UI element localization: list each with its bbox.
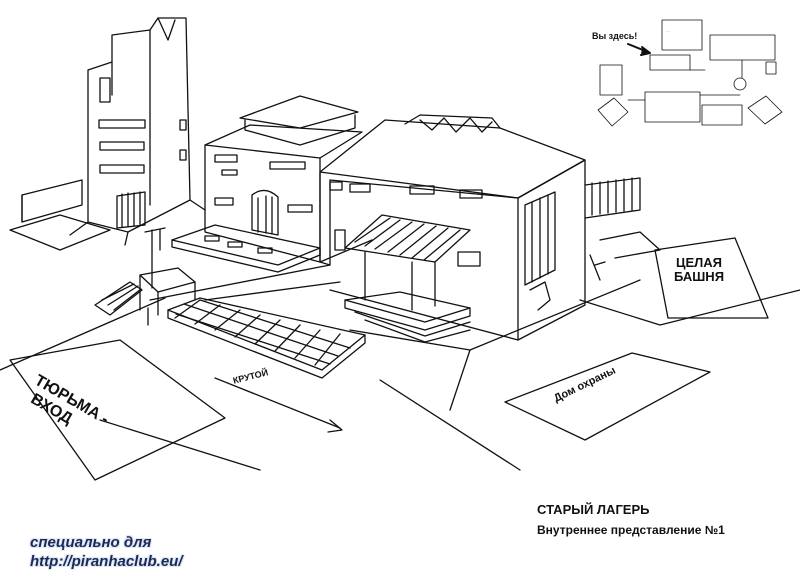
porch-awning	[344, 214, 471, 343]
ruined-tower	[69, 17, 206, 246]
main-house	[319, 114, 586, 341]
minimap	[597, 19, 783, 127]
grate-platform	[167, 297, 366, 379]
tower-zone-outline	[654, 237, 769, 319]
guard-house-zone-outline	[504, 352, 711, 441]
middle-building	[204, 95, 373, 263]
you-are-here-label: Вы здесь!	[592, 31, 638, 41]
caption-title: СТАРЫЙ ЛАГЕРЬ	[537, 502, 650, 517]
barracks	[171, 224, 321, 273]
intact-tower-label-line1: ЦЕЛАЯ	[676, 255, 723, 270]
steep-arrow	[214, 377, 343, 433]
caption-subtitle: Внутреннее представление №1	[537, 523, 725, 537]
you-are-here-arrow	[627, 43, 651, 56]
prison-zone-outline	[9, 339, 226, 481]
watermark-line2: http://piranhaclub.eu/	[30, 553, 183, 570]
gallows	[94, 227, 196, 326]
minimap-tiny-label: …	[666, 28, 670, 33]
intact-tower-label-line2: БАШНЯ	[674, 269, 725, 284]
ground-lines	[0, 214, 800, 471]
watermark-line1: специально для	[30, 534, 152, 551]
right-wall	[584, 177, 661, 281]
left-wall	[21, 179, 83, 223]
intact-tower-label: ЦЕЛАЯ БАШНЯ	[674, 256, 724, 284]
